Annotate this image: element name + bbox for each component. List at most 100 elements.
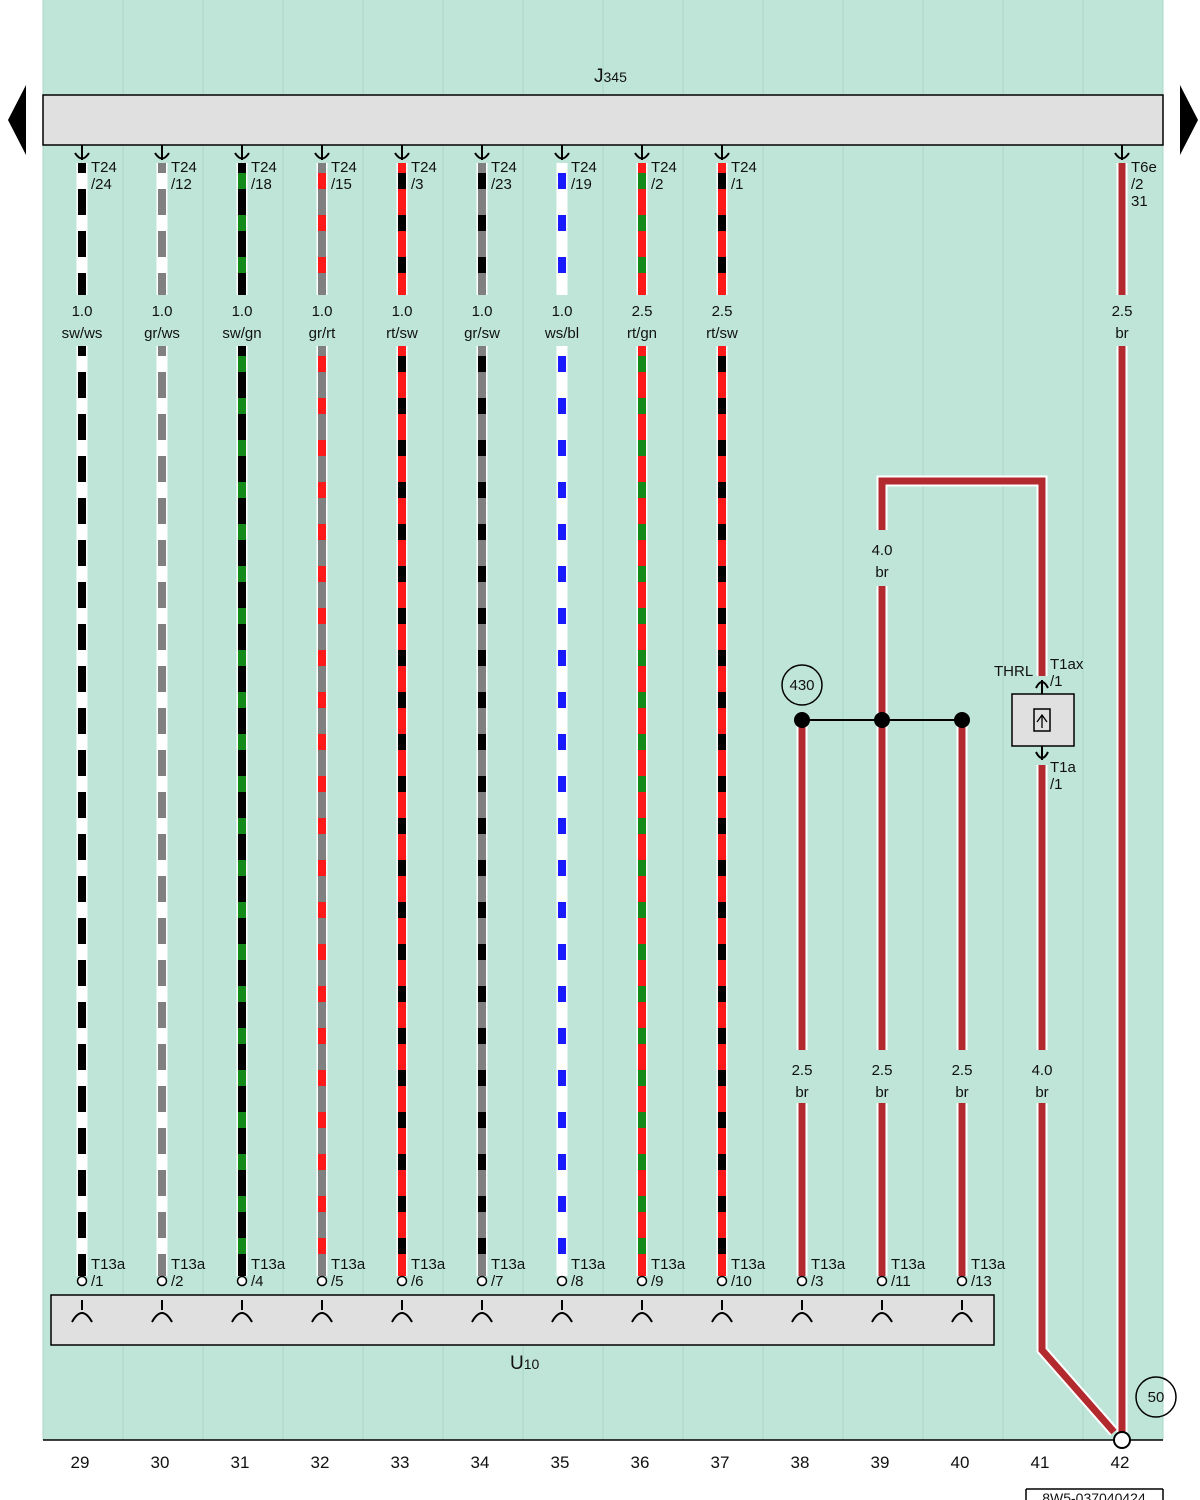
bottom-pin-fork <box>151 1312 173 1323</box>
wire-31-bottom-pin-line: /4 <box>251 1273 264 1290</box>
wire-29-code: sw/ws <box>62 325 103 342</box>
ground-ref-circle <box>1135 1376 1177 1418</box>
wire-32-bottom-pin-line: /5 <box>331 1273 344 1290</box>
ground-wire-39-code: br <box>875 1084 888 1101</box>
wire-35-top-pin: T24/19 <box>571 159 597 193</box>
ground-wire-38-bottom-pin-line: /3 <box>811 1273 824 1290</box>
wire-33-bottom-pin-line: T13a <box>411 1256 446 1273</box>
wire-37-top-pin-line: /1 <box>731 176 744 193</box>
wire-34-bottom-pin: T13a/7 <box>491 1256 526 1290</box>
wire-36-top-pin: T24/2 <box>651 159 677 193</box>
bottom-pin-ring <box>636 1275 648 1287</box>
document-id-box: 8W5-037040424 <box>1025 1488 1164 1500</box>
wire-29-bottom-pin-line: /1 <box>91 1273 104 1290</box>
ground-wire-38-code: br <box>795 1084 808 1101</box>
ground-main-size: 2.5 <box>1112 303 1133 320</box>
bottom-pin-fork <box>631 1312 653 1323</box>
wire-36-size: 2.5 <box>632 303 653 320</box>
ground-wire-39-bottom-pin-line: /11 <box>891 1273 911 1290</box>
bottom-pin-fork <box>711 1312 733 1323</box>
j345-label: J345 <box>594 66 627 87</box>
wire-34-code: gr/sw <box>464 325 500 342</box>
column-number-32: 32 <box>311 1453 330 1472</box>
splice-430: 430 <box>781 664 970 728</box>
wire-36-top-pin-line: T24 <box>651 159 677 176</box>
bottom-pin-fork <box>551 1312 573 1323</box>
column-number-41: 41 <box>1031 1453 1050 1472</box>
wire-37-bottom-pin: T13a/10 <box>731 1256 766 1290</box>
wire-33-top-pin-line: /3 <box>411 176 424 193</box>
wire-34-bottom-pin-line: T13a <box>491 1256 526 1273</box>
wire-32-bottom-pin: T13a/5 <box>331 1256 366 1290</box>
thrl-bottom-pin-label: T1a /1 <box>1050 759 1080 793</box>
wire-32-bottom-pin-line: T13a <box>331 1256 366 1273</box>
loop-wire-top <box>878 477 1046 676</box>
wire-34-size: 1.0 <box>472 303 493 320</box>
bottom-pin-fork <box>71 1312 93 1323</box>
wire-29-top-pin-line: T24 <box>91 159 117 176</box>
ground-point-42 <box>1113 1431 1131 1449</box>
wire-35-size: 1.0 <box>552 303 573 320</box>
page-left-arrow[interactable] <box>8 85 26 155</box>
ground-wire-40-code: br <box>955 1084 968 1101</box>
column-number-36: 36 <box>631 1453 650 1472</box>
wire-30-bottom-pin: T13a/2 <box>171 1256 206 1290</box>
thrl-wire-code: br <box>1035 1084 1048 1101</box>
bottom-pin-ring <box>396 1275 408 1287</box>
bottom-pin-fork <box>791 1312 813 1323</box>
wire-37-code: rt/sw <box>706 325 738 342</box>
bottom-pin-fork <box>231 1312 253 1323</box>
bottom-pin-ring <box>556 1275 568 1287</box>
thrl-label: THRL <box>994 663 1033 680</box>
wire-31-top-pin-line: /18 <box>251 176 272 193</box>
page-right-arrow[interactable] <box>1180 85 1198 155</box>
wire-37-top-pin-line: T24 <box>731 159 757 176</box>
column-number-35: 35 <box>551 1453 570 1472</box>
bottom-pin-fork <box>471 1312 493 1323</box>
splice-dot <box>874 712 890 728</box>
bottom-pin-ring <box>956 1275 968 1287</box>
bottom-pin-ring <box>236 1275 248 1287</box>
ground-wire-40-bottom-pin-line: T13a <box>971 1256 1006 1273</box>
wire-30-top-pin-line: T24 <box>171 159 197 176</box>
wire-37-bottom-pin-line: /10 <box>731 1273 752 1290</box>
wire-29-bottom-pin: T13a/1 <box>91 1256 126 1290</box>
wire-35-code: ws/bl <box>544 325 579 342</box>
u10-component <box>50 1294 995 1346</box>
wire-35-top-pin-line: T24 <box>571 159 597 176</box>
thrl-symbol <box>1033 708 1051 732</box>
column-number-33: 33 <box>391 1453 410 1472</box>
column-number-38: 38 <box>791 1453 810 1472</box>
ground-main-top-pin-line: T6e <box>1131 159 1157 176</box>
wire-37-top-pin: T24/1 <box>731 159 757 193</box>
wire-34-bottom-pin-line: /7 <box>491 1273 504 1290</box>
ground-main-top-pin-line: /2 <box>1131 176 1144 193</box>
wire-30-bottom-pin-line: T13a <box>171 1256 206 1273</box>
wire-35-bottom-pin-line: T13a <box>571 1256 606 1273</box>
ground-wire-38-size: 2.5 <box>792 1062 813 1079</box>
wire-29-top-pin-line: /24 <box>91 176 112 193</box>
wire-29-size: 1.0 <box>72 303 93 320</box>
wire-32-top-pin: T24/15 <box>331 159 357 193</box>
ground-wire-40-size: 2.5 <box>952 1062 973 1079</box>
column-number-29: 29 <box>71 1453 90 1472</box>
wire-30-code: gr/ws <box>144 325 180 342</box>
wire-31-size: 1.0 <box>232 303 253 320</box>
bottom-pin-ring <box>476 1275 488 1287</box>
thrl-top-pin-label: T1ax /1 <box>1050 656 1088 690</box>
wire-34-top-pin-line: /23 <box>491 176 512 193</box>
splice-dot <box>954 712 970 728</box>
document-id: 8W5-037040424 <box>1042 1490 1146 1500</box>
bottom-pin-ring <box>876 1275 888 1287</box>
column-number-34: 34 <box>471 1453 490 1472</box>
ground-wire-38-bottom-pin: T13a/3 <box>811 1256 846 1290</box>
wire-31-code: sw/gn <box>222 325 261 342</box>
wire-30-top-pin-line: /12 <box>171 176 192 193</box>
wire-31-bottom-pin: T13a/4 <box>251 1256 286 1290</box>
ground-wire-39-bottom-pin-line: T13a <box>891 1256 926 1273</box>
ground-wire-40-bottom-pin-line: /13 <box>971 1273 992 1290</box>
